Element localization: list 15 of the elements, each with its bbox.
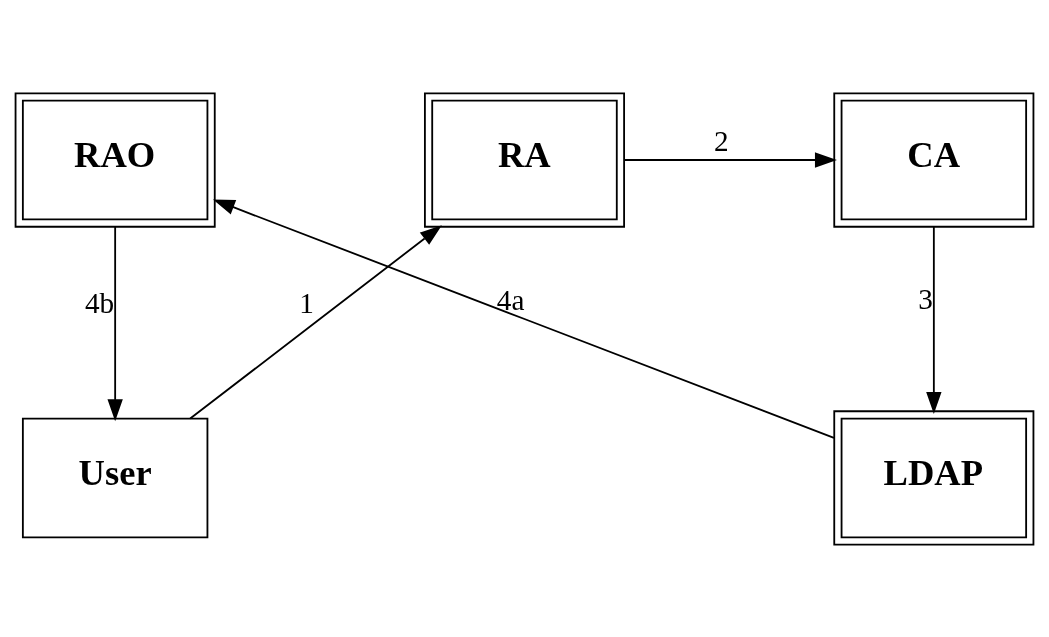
- node-box: LDAP: [833, 409, 1035, 546]
- arrow: [107, 225, 123, 421]
- arrow: [926, 225, 942, 414]
- node-box: RA: [424, 91, 625, 228]
- edge-label: 3: [918, 282, 933, 315]
- node-box: CA: [833, 91, 1035, 228]
- arrow: [189, 224, 442, 419]
- node-box: RAO: [14, 91, 216, 228]
- edge-label: 2: [714, 124, 729, 157]
- arrow: [212, 198, 835, 439]
- edge-label: 1: [299, 286, 314, 319]
- node-box: User: [21, 417, 209, 538]
- edge-label: 4a: [496, 283, 525, 316]
- edge-label: 4b: [85, 286, 115, 319]
- arrow: [623, 151, 837, 168]
